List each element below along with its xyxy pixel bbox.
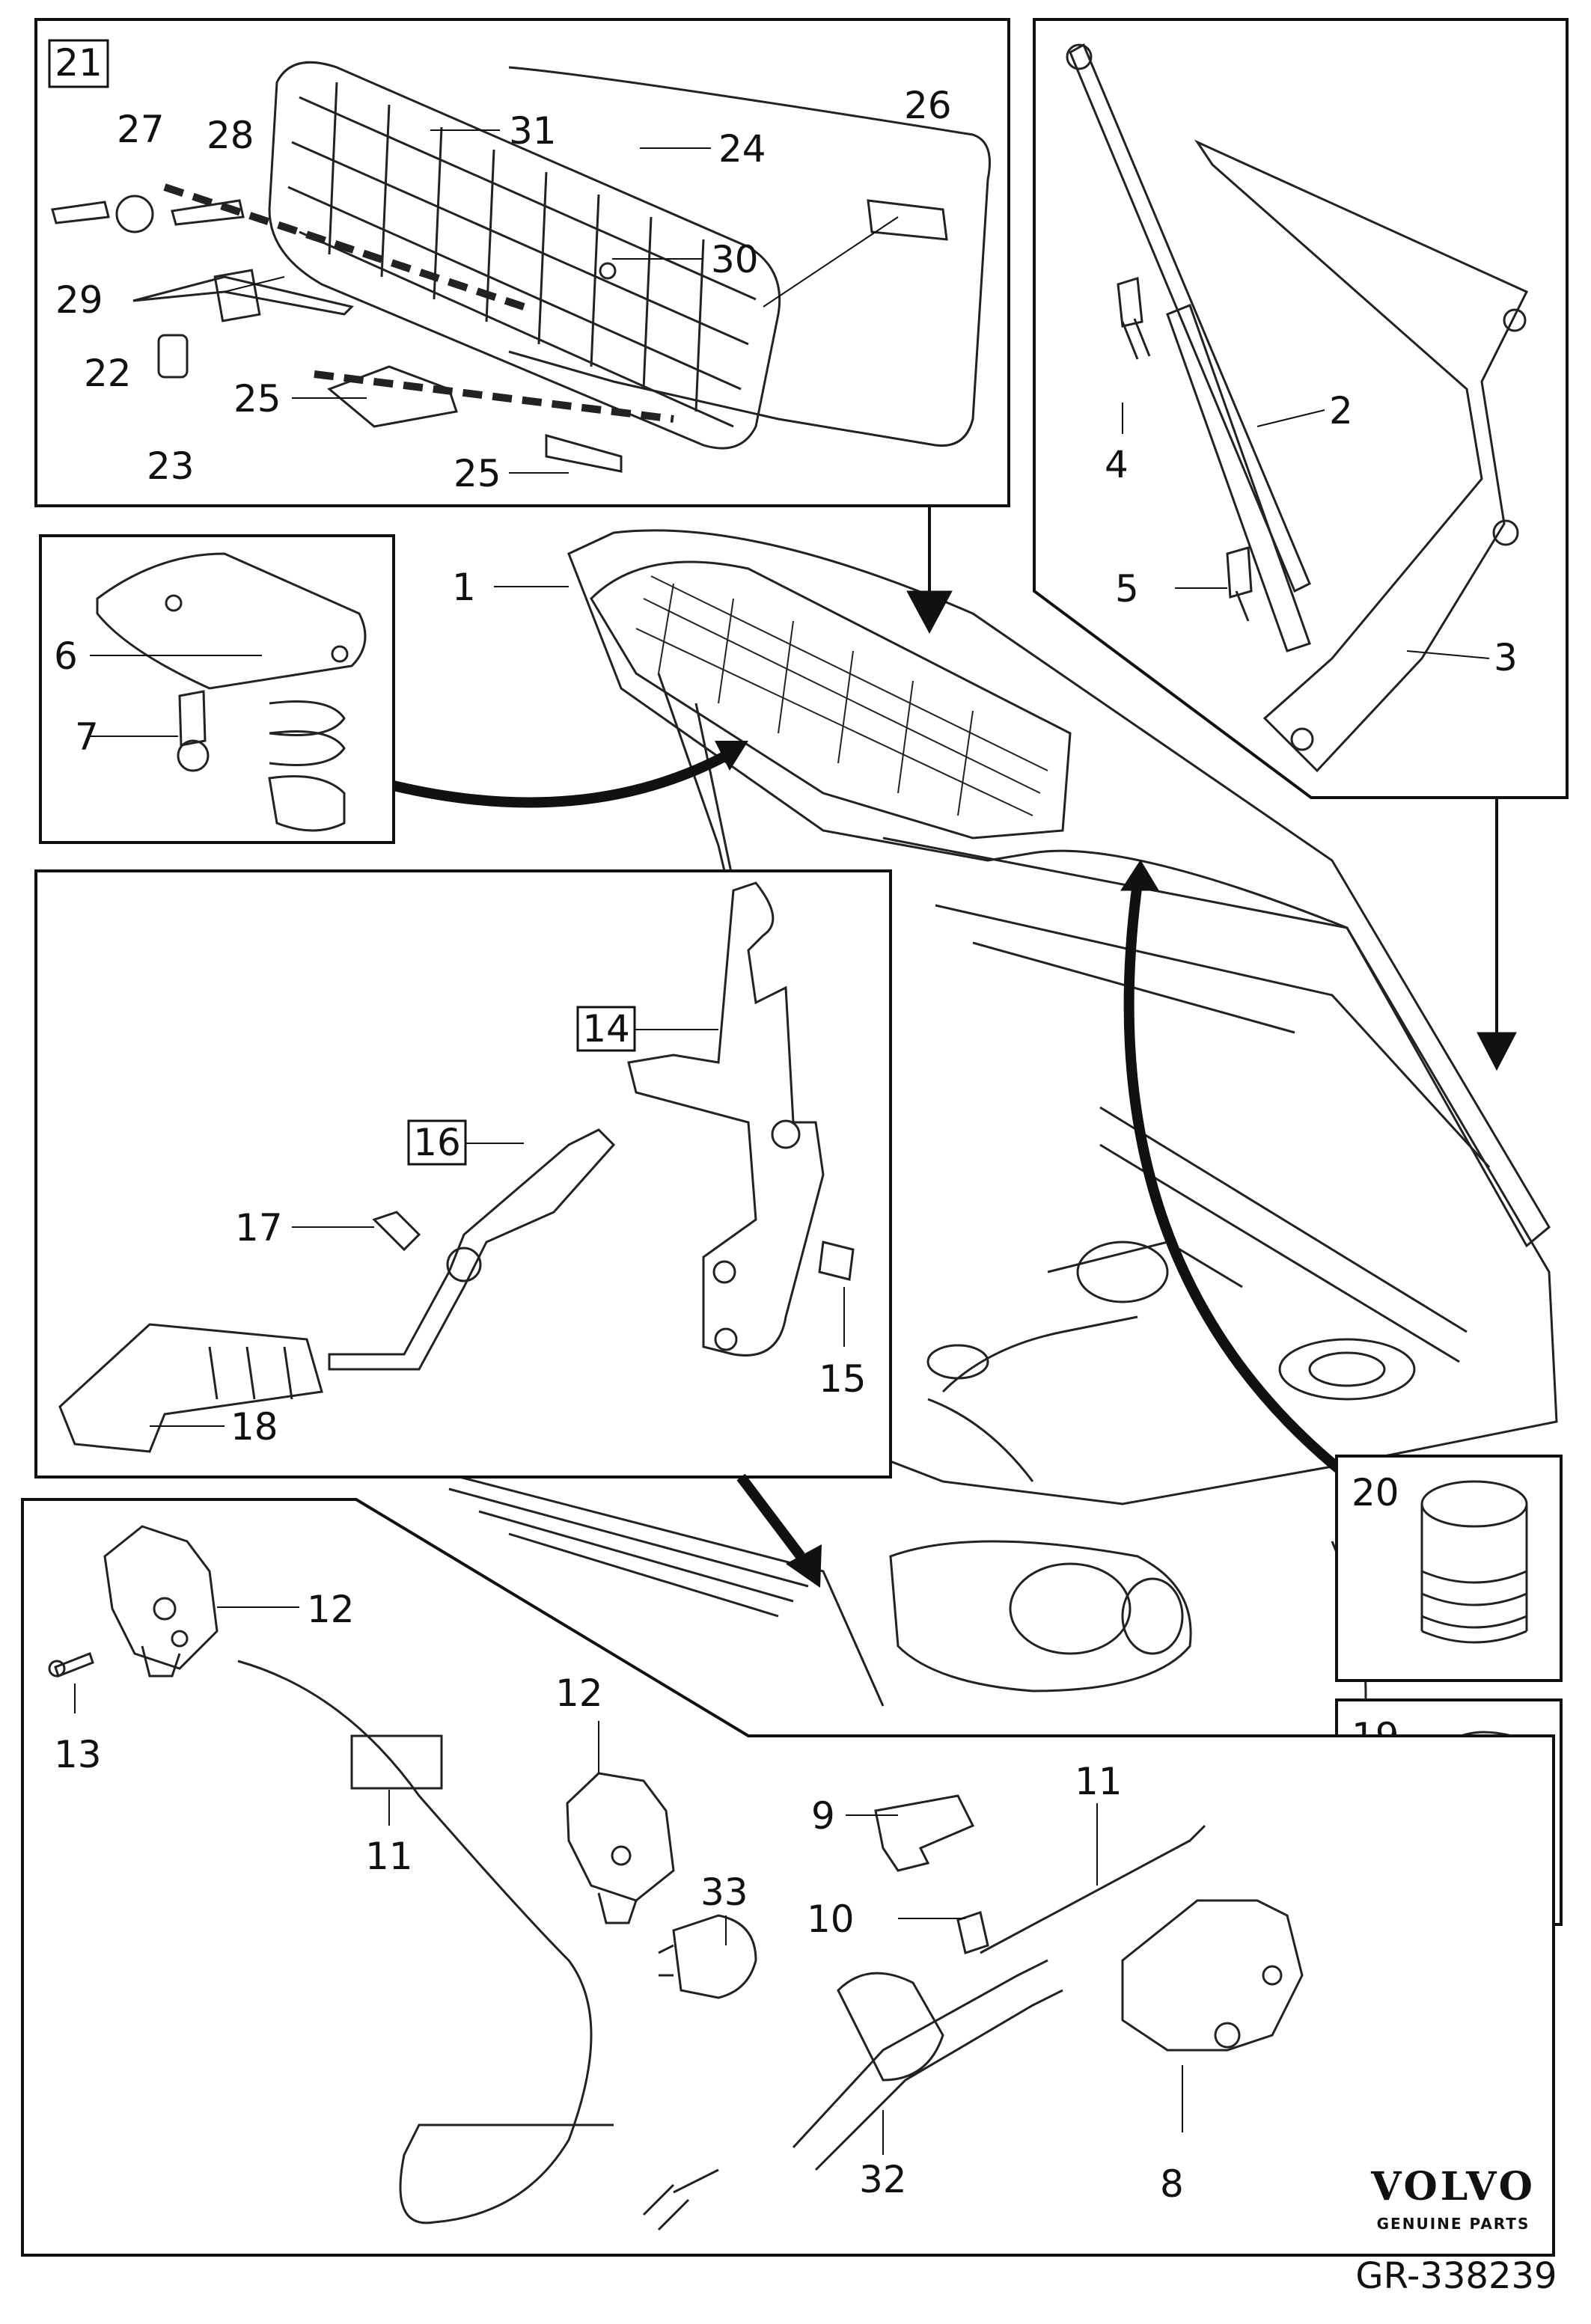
callout-6: 6	[54, 634, 78, 678]
group-label-box-14	[576, 1006, 636, 1052]
arrow-to-lock	[736, 1473, 805, 1560]
callout-33: 33	[700, 1871, 748, 1914]
reference-number: GR-338239	[1355, 2255, 1557, 2297]
panel-hinge-strut: 2 4 5 3	[1033, 18, 1569, 799]
panel-arrows	[906, 506, 1517, 1486]
callout-3: 3	[1494, 636, 1518, 679]
brand-logo: VOLVO	[1371, 2164, 1536, 2210]
callout-20: 20	[1352, 1471, 1399, 1514]
group-label-box-21	[48, 39, 109, 88]
callout-24: 24	[718, 127, 766, 171]
panel-bump-stop: 6 7	[39, 534, 748, 844]
callout-leaders-release	[150, 1029, 845, 1427]
callout-11b: 11	[1075, 1760, 1123, 1803]
callout-7: 7	[75, 715, 99, 759]
panel-release-handle: 14 16 17 15 18	[34, 869, 892, 1588]
callout-32: 32	[859, 2158, 907, 2201]
callout-5: 5	[1115, 567, 1139, 611]
callout-10: 10	[807, 1898, 855, 1941]
group-label-16: 16	[413, 1121, 461, 1164]
callout-27: 27	[117, 108, 165, 151]
callout-25a: 25	[233, 377, 281, 421]
panel-part-20: 20	[1335, 1455, 1563, 1682]
group-label-14: 14	[582, 1007, 630, 1051]
callout-9: 9	[811, 1794, 835, 1838]
hood-callout: 1	[452, 566, 569, 609]
panel-grille-assembly: 21	[34, 18, 1010, 507]
callout-4: 4	[1105, 443, 1129, 486]
group-label-21: 21	[55, 41, 103, 85]
callout-28: 28	[207, 114, 254, 157]
callout-17: 17	[235, 1206, 283, 1250]
callout-23: 23	[147, 444, 195, 488]
callout-30: 30	[711, 238, 759, 281]
group-label-box-16	[407, 1119, 467, 1166]
callout-leaders-21	[224, 129, 899, 474]
callout-12b: 12	[555, 1672, 603, 1715]
callout-leaders-hinge	[1122, 403, 1490, 659]
callout-12a: 12	[307, 1588, 355, 1631]
callout-2: 2	[1329, 389, 1353, 432]
callout-13: 13	[54, 1733, 102, 1776]
callout-31: 31	[509, 109, 557, 153]
callout-15: 15	[819, 1357, 867, 1401]
arrow-to-hood	[392, 750, 729, 808]
callout-22: 22	[84, 352, 132, 395]
panel-latch-cable: 12 13 11 12 33 9 10 11 32 8	[21, 1498, 1555, 2257]
callout-8: 8	[1160, 2162, 1184, 2206]
callout-26: 26	[904, 84, 952, 127]
grille-frame	[51, 61, 991, 473]
callout-29: 29	[55, 278, 103, 322]
callout-1: 1	[452, 566, 476, 609]
callout-25b: 25	[454, 452, 501, 495]
brand-tagline: GENUINE PARTS	[1376, 2215, 1530, 2233]
callout-18: 18	[230, 1405, 278, 1449]
callout-11a: 11	[365, 1835, 413, 1878]
arrow-head-hood	[715, 741, 748, 771]
callout-leaders-bumpstop	[90, 655, 262, 737]
callout-leaders-latch	[74, 1606, 1183, 2155]
